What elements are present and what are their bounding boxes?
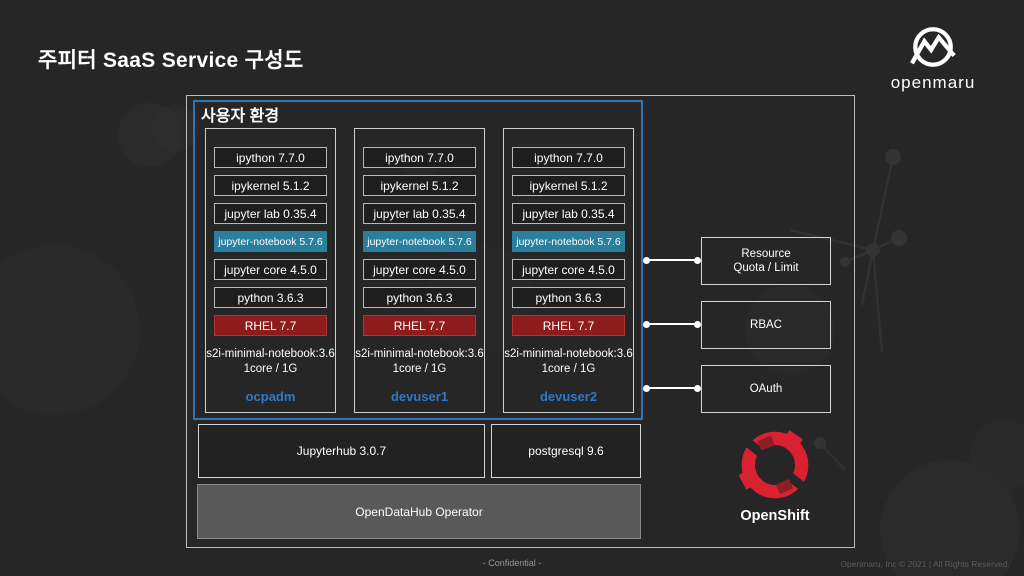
openmaru-icon (910, 27, 956, 67)
policy-resource-quota: Resource Quota / Limit (701, 237, 831, 285)
item-python: python 3.6.3 (512, 287, 625, 308)
connector-oauth (643, 384, 701, 392)
item-ipython: ipython 7.7.0 (363, 147, 476, 168)
postgresql-box: postgresql 9.6 (491, 424, 641, 478)
notebook-column-ocpadm: ipython 7.7.0 ipykernel 5.1.2 jupyter la… (205, 128, 336, 413)
item-ipython: ipython 7.7.0 (512, 147, 625, 168)
jupyterhub-box: Jupyterhub 3.0.7 (198, 424, 485, 478)
copyright-footer: Openmaru, Inc © 2021 | All Rights Reserv… (840, 559, 1010, 569)
user-environment-label: 사용자 환경 (201, 108, 280, 125)
username-label: devuser2 (539, 388, 598, 404)
notebook-column-devuser1: ipython 7.7.0 ipykernel 5.1.2 jupyter la… (354, 128, 485, 413)
image-spec: s2i-minimal-notebook:3.6 1core / 1G (504, 348, 633, 375)
username-label: ocpadm (245, 388, 296, 404)
item-jupyter-lab: jupyter lab 0.35.4 (214, 203, 327, 224)
notebook-column-devuser2: ipython 7.7.0 ipykernel 5.1.2 jupyter la… (503, 128, 634, 413)
notebook-columns: ipython 7.7.0 ipykernel 5.1.2 jupyter la… (205, 128, 634, 413)
openshift-logo: OpenShift (713, 424, 837, 524)
item-rhel: RHEL 7.7 (512, 315, 625, 336)
username-label: devuser1 (390, 388, 449, 404)
item-jupyter-core: jupyter core 4.5.0 (363, 259, 476, 280)
openmaru-logo: openmaru (873, 24, 993, 93)
item-python: python 3.6.3 (214, 287, 327, 308)
image-spec: s2i-minimal-notebook:3.6 1core / 1G (206, 348, 335, 375)
diagram-container (186, 95, 855, 548)
item-jupyter-core: jupyter core 4.5.0 (214, 259, 327, 280)
image-spec: s2i-minimal-notebook:3.6 1core / 1G (355, 348, 484, 375)
item-python: python 3.6.3 (363, 287, 476, 308)
policy-rbac: RBAC (701, 301, 831, 349)
user-environment-box (193, 100, 643, 420)
policy-oauth: OAuth (701, 365, 831, 413)
openmaru-wordmark: openmaru (890, 73, 976, 92)
item-jupyter-notebook: jupyter-notebook 5.7.6 (214, 231, 327, 252)
item-jupyter-notebook: jupyter-notebook 5.7.6 (512, 231, 625, 252)
item-rhel: RHEL 7.7 (214, 315, 327, 336)
connector-rbac (643, 320, 701, 328)
item-jupyter-notebook: jupyter-notebook 5.7.6 (363, 231, 476, 252)
opendatahub-operator-box: OpenDataHub Operator (197, 484, 641, 539)
item-ipykernel: ipykernel 5.1.2 (214, 175, 327, 196)
item-jupyter-lab: jupyter lab 0.35.4 (512, 203, 625, 224)
confidential-footer: - Confidential - (482, 558, 542, 568)
openshift-icon (738, 430, 810, 499)
item-rhel: RHEL 7.7 (363, 315, 476, 336)
item-ipython: ipython 7.7.0 (214, 147, 327, 168)
item-ipykernel: ipykernel 5.1.2 (512, 175, 625, 196)
openshift-wordmark: OpenShift (740, 508, 810, 524)
item-ipykernel: ipykernel 5.1.2 (363, 175, 476, 196)
connector-resource-quota (643, 256, 701, 264)
item-jupyter-lab: jupyter lab 0.35.4 (363, 203, 476, 224)
slide-title: 주피터 SaaS Service 구성도 (38, 49, 304, 72)
item-jupyter-core: jupyter core 4.5.0 (512, 259, 625, 280)
